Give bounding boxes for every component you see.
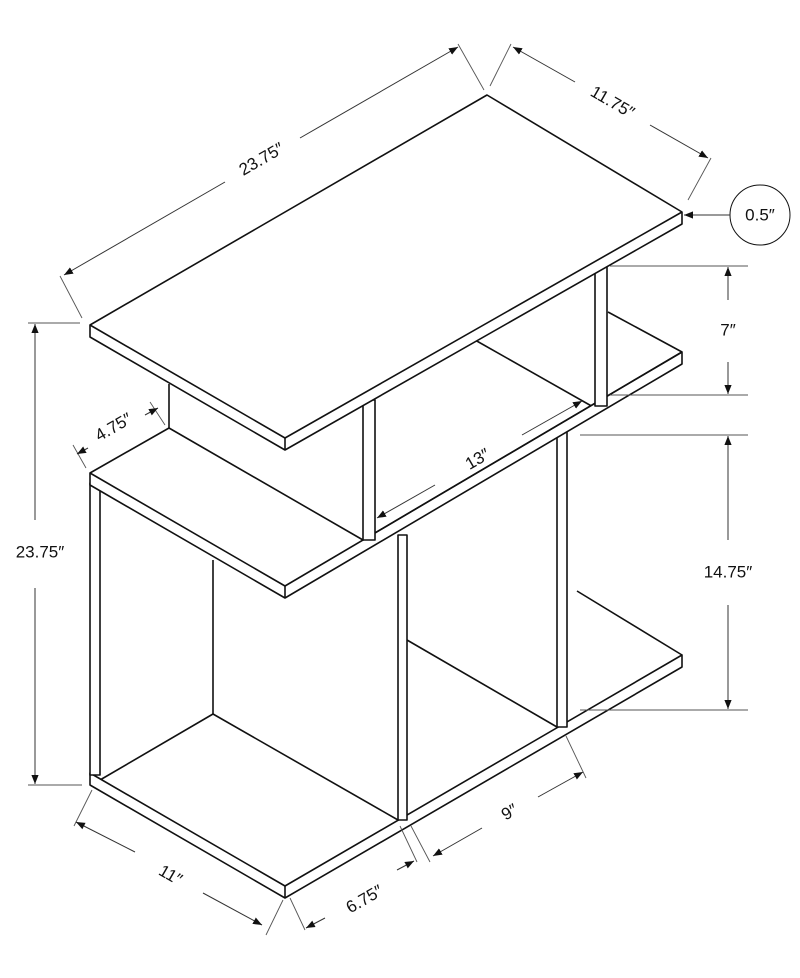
dimension-arrow [396, 860, 415, 871]
middle-shelf-front-edge [89, 472, 286, 587]
dimension-arrow [63, 181, 226, 276]
middle-shelf-long-edge [284, 351, 683, 587]
extension-line [59, 275, 83, 319]
total-height-label: 23.75″ [16, 542, 65, 561]
upper-right-upright [594, 265, 608, 407]
dimension-arrow [537, 771, 584, 798]
dimension-arrow [299, 46, 459, 139]
lower-opening-height-label: 14.75″ [704, 562, 753, 581]
top-depth-label: 11.75″ [587, 82, 637, 122]
top-board [89, 94, 683, 451]
lower-middle-divider [397, 534, 408, 821]
side-table-drawing [89, 94, 683, 899]
top-thickness-label: 0.5″ [745, 205, 775, 224]
top-board-front-edge [89, 324, 286, 439]
base-depth-label: 11″ [156, 861, 186, 889]
dimension-arrow [76, 446, 89, 455]
upper-middle-divider [362, 399, 376, 541]
bottom-right-inner-edge [406, 639, 558, 728]
extension-line [72, 444, 87, 469]
extension-line [565, 735, 587, 779]
right-compartment-width-label: 9″ [498, 800, 521, 824]
dimension-arrow [649, 124, 709, 159]
extension-line [399, 825, 418, 863]
top-board-long-edge [284, 211, 683, 439]
extension-line [73, 789, 93, 827]
dimension-arrow [521, 400, 583, 436]
bottom-left-back-edge [99, 713, 214, 781]
left-upright [89, 482, 101, 776]
dimension-arrow [432, 827, 483, 857]
extension-line [289, 897, 306, 931]
middle-shelf [89, 351, 683, 599]
extension-line [149, 401, 166, 426]
extension-line [265, 899, 284, 936]
bottom-board [89, 654, 683, 899]
dimension-arrow [376, 484, 436, 519]
extension-line [457, 43, 485, 91]
extension-line [687, 157, 712, 201]
extension-line [410, 825, 431, 863]
top-length-label: 23.75″ [236, 139, 288, 180]
lower-right-upright [556, 431, 568, 728]
extension-line [489, 43, 512, 87]
upper-opening-height-label: 7″ [720, 320, 735, 339]
shelf-depth-label: 4.75″ [92, 409, 135, 445]
dimension-arrow [202, 892, 263, 926]
upper-shelf-inner-edge [474, 339, 596, 409]
bottom-right-back-edge [576, 590, 683, 656]
left-compartment-width-label: 6.75″ [343, 881, 386, 917]
dimension-arrow [144, 407, 159, 416]
dimension-arrow [512, 46, 576, 83]
dimension-arrow [75, 821, 136, 853]
bottom-inner-edge [212, 713, 399, 821]
dimension-arrow [305, 917, 326, 929]
right-shelf-back-edge [607, 311, 683, 353]
